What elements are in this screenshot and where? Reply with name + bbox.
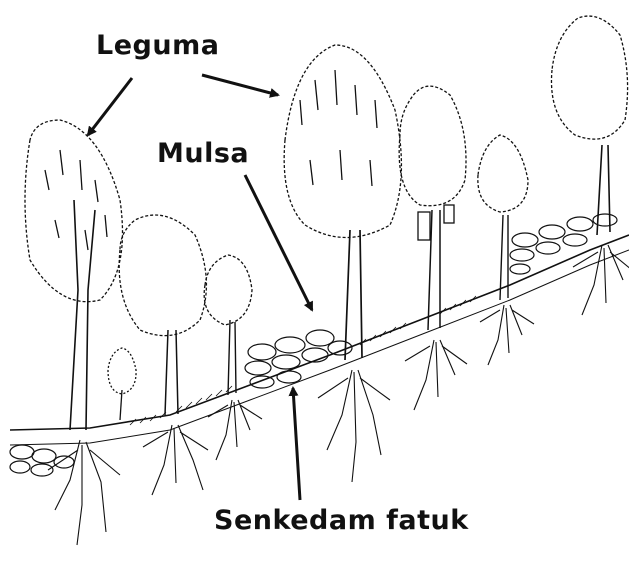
tree-1 [25, 120, 123, 430]
stone-barrier-right [510, 214, 617, 274]
tree-6 [478, 135, 528, 300]
arrow-leguma-left [88, 78, 132, 135]
mulch-layer [130, 296, 476, 425]
tree-3 [204, 255, 252, 395]
tree-5 [399, 86, 466, 330]
arrow-leguma-right [202, 75, 278, 95]
ground-line [10, 235, 629, 445]
label-leguma: Leguma [96, 30, 219, 61]
tree-sapling [108, 348, 136, 420]
stone-barrier-left [10, 445, 74, 476]
stone-barrier [10, 214, 617, 476]
tree-4 [284, 45, 401, 360]
arrow-senkedam [293, 388, 300, 500]
arrow-mulsa [245, 175, 312, 310]
label-mulsa: Mulsa [157, 138, 249, 169]
trees [25, 16, 628, 430]
label-senkedam-fatuk: Senkedam fatuk [214, 505, 469, 536]
stone-barrier-middle [245, 330, 352, 388]
roots [48, 245, 629, 545]
tree-7 [551, 16, 627, 235]
tree-2 [119, 215, 206, 415]
